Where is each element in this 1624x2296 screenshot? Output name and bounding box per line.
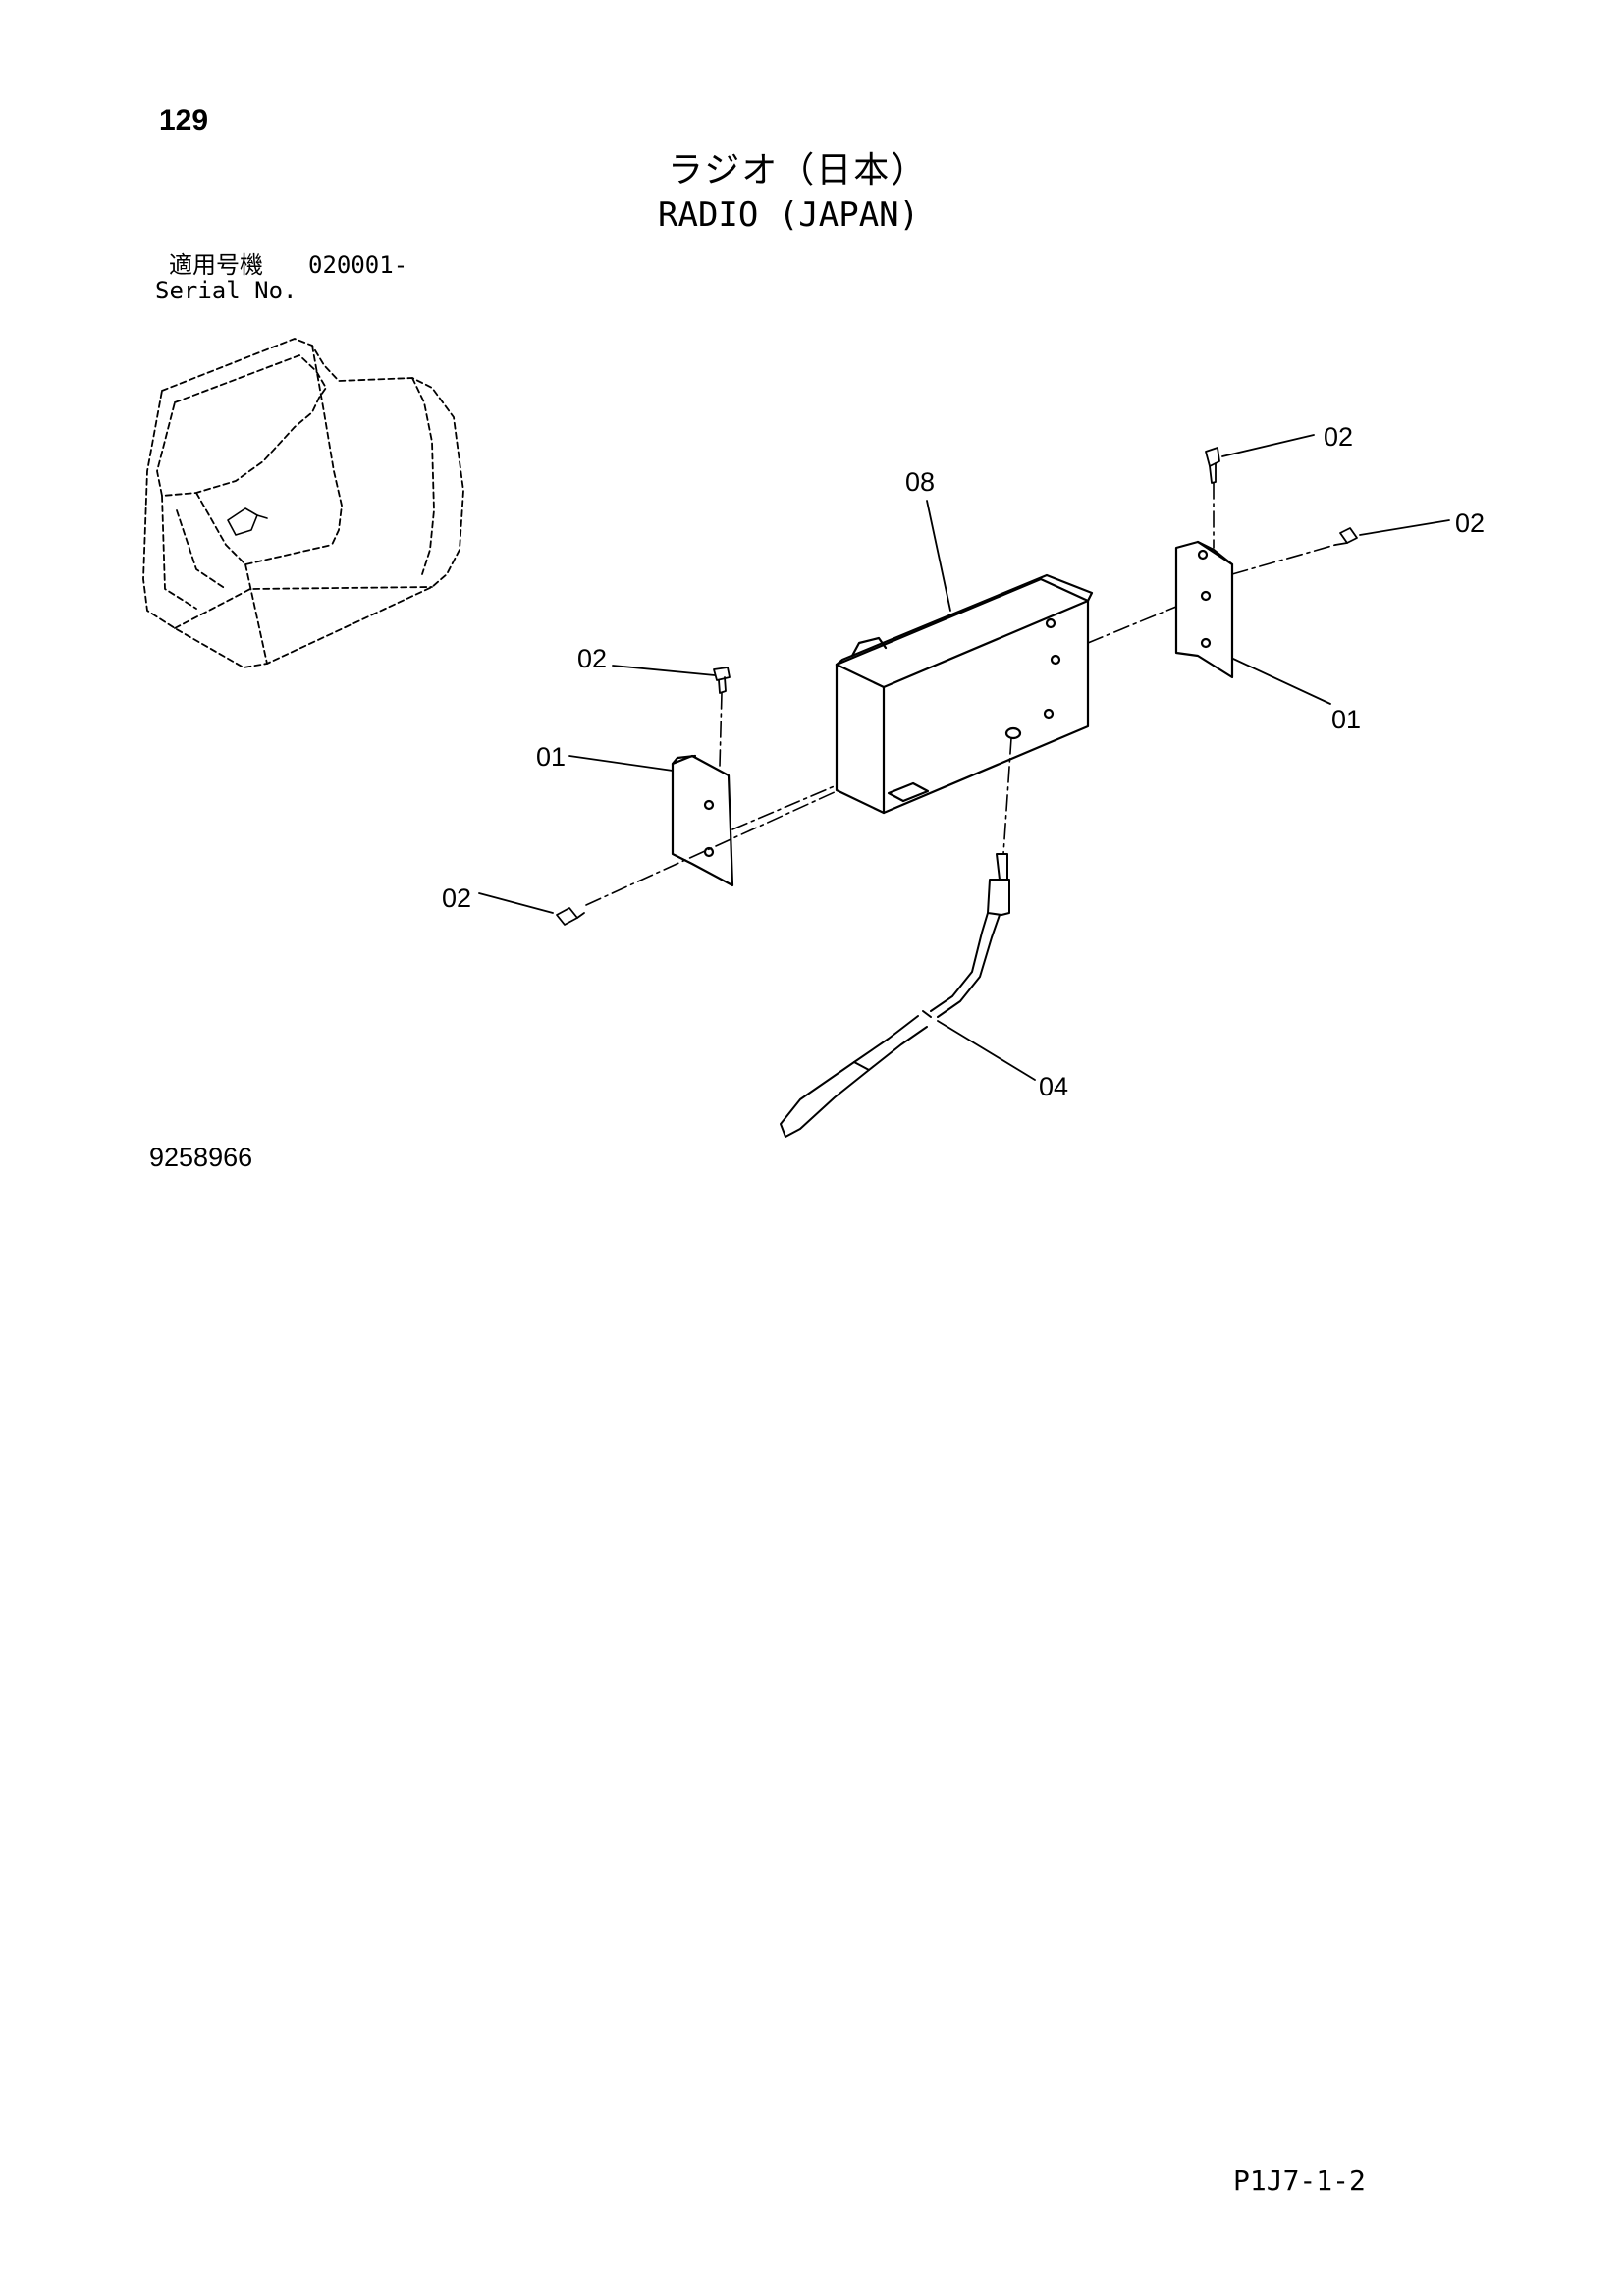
cab-location-thumbnail [142,338,464,668]
right-bracket [1174,540,1234,679]
antenna [780,853,1010,1138]
callout-04: 04 [1039,1072,1069,1101]
screw-right [1334,527,1358,546]
alignment-lines [585,482,1336,906]
screw-left-top [713,667,731,694]
title-english: RADIO (JAPAN) [658,195,920,235]
radio-unit [835,573,1094,815]
title-japanese: ラジオ（日本） [668,150,929,190]
leader-lines [478,434,1450,1081]
callout-02-right: 02 [1455,508,1486,538]
callout-02-top-right: 02 [1324,422,1354,452]
drawing-number: 9258966 [149,1143,253,1172]
callout-02-left-bottom: 02 [442,883,472,913]
screw-left-bottom [556,907,585,926]
serial-label-english: Serial No. [155,277,298,304]
callout-08: 08 [905,467,936,497]
serial-number: 020001- [308,251,408,279]
serial-label-japanese: 適用号機 [169,251,263,279]
page-code: P1J7-1-2 [1233,2164,1366,2197]
screw-top-right [1205,447,1220,484]
radio-location-mark [227,507,268,536]
callout-01-left: 01 [536,742,567,772]
callout-01-right: 01 [1331,705,1362,734]
left-bracket [671,754,734,887]
page-number: 129 [159,104,209,136]
callout-02-left-top: 02 [577,644,608,673]
